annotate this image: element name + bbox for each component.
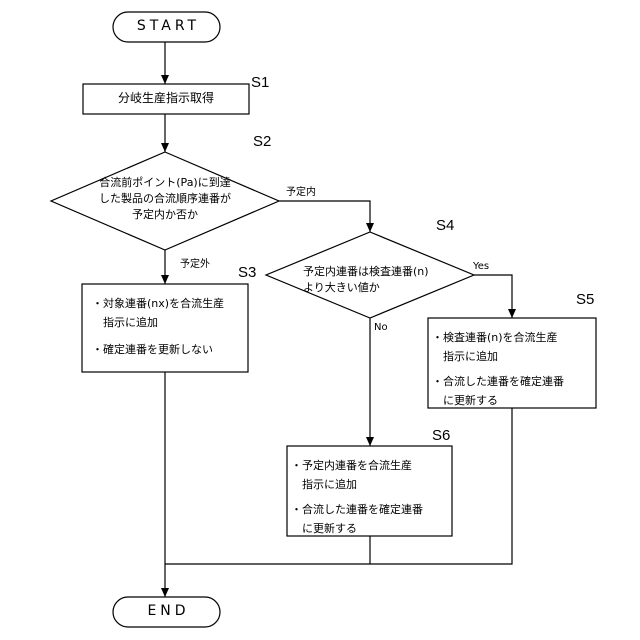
s3-line-3: ・確定連番を更新しない [92, 340, 224, 359]
arrow-s4-to-s5 [474, 275, 512, 318]
s4-no-label: No [374, 322, 388, 333]
s3-line-1: ・対象連番(nx)を合流生産 [92, 294, 224, 313]
s3-step-id: S3 [238, 264, 256, 281]
s5-step-id: S5 [576, 291, 594, 308]
s1-text: 分岐生産指示取得 [83, 91, 249, 105]
s6-line-2: 指示に追加 [291, 475, 423, 494]
s6-text: ・予定内連番を合流生産 指示に追加 ・合流した連番を確定連番 に更新する [291, 456, 423, 538]
s5-text: ・検査連番(n)を合流生産 指示に追加 ・合流した連番を確定連番 に更新する [432, 328, 564, 410]
s3-text: ・対象連番(nx)を合流生産 指示に追加 ・確定連番を更新しない [92, 294, 224, 359]
arrow-s2-to-s4 [279, 201, 370, 232]
s4-line-2: より大きい値か [303, 280, 429, 296]
start-label: START [113, 18, 224, 34]
s6-step-id: S6 [432, 427, 450, 444]
s5-line-2: 指示に追加 [432, 347, 564, 366]
s6-line-1: ・予定内連番を合流生産 [291, 456, 423, 475]
s4-text: 予定内連番は検査連番(n) より大きい値か [303, 264, 429, 296]
s2-text: 合流前ポイント(Pa)に到達 した製品の合流順序連番が 予定内か否か [85, 175, 245, 223]
s3-line-2: 指示に追加 [92, 313, 224, 332]
s4-step-id: S4 [436, 217, 454, 234]
s6-line-3: ・合流した連番を確定連番 [291, 500, 423, 519]
s4-yes-label: Yes [473, 261, 489, 272]
s2-step-id: S2 [253, 133, 271, 150]
s2-yes-label: 予定内 [286, 183, 316, 198]
end-label: END [113, 603, 224, 619]
s5-line-3: ・合流した連番を確定連番 [432, 372, 564, 391]
s5-line-1: ・検査連番(n)を合流生産 [432, 328, 564, 347]
s1-step-id: S1 [251, 74, 269, 91]
s2-line-1: 合流前ポイント(Pa)に到達 [85, 175, 245, 191]
s2-line-3: 予定内か否か [85, 207, 245, 223]
s4-line-1: 予定内連番は検査連番(n) [303, 264, 429, 280]
s2-no-label: 予定外 [180, 255, 210, 270]
s5-line-4: に更新する [432, 391, 564, 410]
s2-line-2: した製品の合流順序連番が [85, 191, 245, 207]
s6-line-4: に更新する [291, 519, 423, 538]
